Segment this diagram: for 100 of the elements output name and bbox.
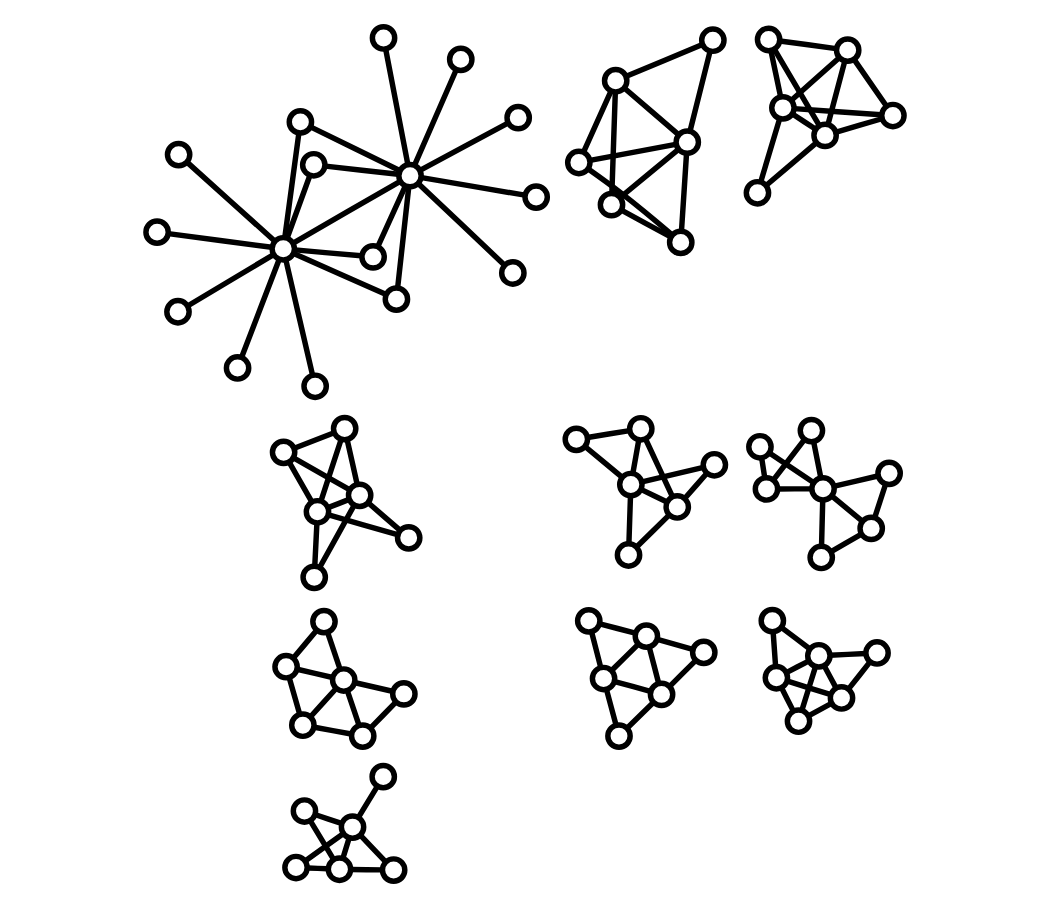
- connector: [582, 444, 623, 479]
- connector: [374, 185, 407, 248]
- node-circle: [751, 475, 780, 503]
- node-circle: [573, 606, 602, 635]
- node-circle: [328, 666, 357, 694]
- node-circle: [561, 425, 590, 454]
- connector: [417, 120, 509, 173]
- node-circle: [615, 470, 644, 499]
- connector: [788, 56, 840, 103]
- connector: [317, 438, 343, 502]
- connector: [790, 112, 816, 132]
- connector: [642, 438, 674, 498]
- connector: [353, 680, 392, 694]
- connector: [682, 472, 708, 500]
- node-circle: [596, 190, 625, 219]
- connector: [382, 49, 410, 165]
- node-circle: [742, 178, 771, 207]
- connector: [307, 686, 337, 719]
- node-circle: [699, 450, 728, 479]
- connector: [295, 666, 333, 681]
- connector: [624, 700, 655, 730]
- connector: [625, 495, 633, 544]
- node-circle: [393, 523, 422, 552]
- connector: [167, 230, 271, 250]
- connector: [767, 451, 814, 485]
- connector: [358, 834, 387, 864]
- connector: [828, 532, 861, 555]
- node-circle: [856, 514, 885, 543]
- connector: [307, 865, 327, 872]
- connector: [339, 838, 351, 859]
- connector: [598, 621, 635, 636]
- node-circle: [745, 432, 773, 461]
- connector: [624, 42, 703, 79]
- connector: [655, 636, 693, 652]
- node-circle: [268, 438, 297, 467]
- node-circle: [309, 607, 337, 636]
- node-circle: [783, 707, 812, 736]
- connector: [645, 646, 661, 684]
- node-circle: [337, 813, 366, 841]
- node-circle: [289, 797, 318, 825]
- node-circle: [672, 128, 701, 157]
- node-circle: [222, 354, 251, 382]
- node-circle: [588, 664, 617, 693]
- connector: [291, 250, 386, 297]
- connector: [851, 58, 888, 107]
- connector: [283, 175, 312, 239]
- connector: [845, 660, 872, 691]
- connector: [324, 631, 342, 670]
- connector: [778, 687, 795, 713]
- connector: [355, 784, 379, 819]
- connector: [871, 483, 888, 518]
- node-circle: [646, 680, 675, 709]
- node-circle: [445, 45, 474, 74]
- connector: [686, 50, 712, 132]
- node-circle: [142, 218, 170, 247]
- node-circle: [810, 121, 838, 150]
- node-circle: [665, 228, 694, 257]
- node-circle: [324, 855, 353, 884]
- connector: [666, 659, 696, 689]
- node-circle: [613, 541, 642, 569]
- connector: [286, 461, 313, 503]
- connector: [832, 473, 878, 489]
- connector: [324, 163, 398, 178]
- connector: [349, 866, 382, 873]
- connector: [313, 812, 342, 826]
- node-circle: [806, 543, 835, 572]
- connector: [343, 689, 361, 727]
- node-circle: [302, 497, 331, 526]
- connector: [629, 439, 641, 474]
- connector: [586, 427, 630, 441]
- node-circle: [358, 243, 386, 271]
- connector: [771, 48, 821, 127]
- connector: [817, 500, 825, 547]
- node-circle: [388, 680, 417, 708]
- node-circle: [604, 722, 632, 750]
- connector: [411, 68, 458, 167]
- node-circle: [697, 26, 726, 55]
- connector: [769, 632, 778, 667]
- node-circle: [826, 684, 855, 712]
- connector: [293, 247, 361, 259]
- node-circle: [285, 108, 314, 136]
- node-circle: [368, 762, 397, 791]
- connector: [580, 90, 613, 153]
- connector: [778, 625, 811, 652]
- node-circle: [874, 459, 902, 488]
- connector: [824, 60, 847, 125]
- connector: [609, 642, 640, 672]
- connector: [806, 701, 832, 719]
- node-circle: [497, 259, 526, 287]
- connector: [312, 724, 351, 737]
- node-circle: [163, 140, 192, 169]
- node-circle: [662, 493, 691, 521]
- connector: [326, 512, 398, 538]
- connector: [185, 252, 274, 309]
- node-circle: [862, 639, 890, 667]
- connector: [834, 116, 882, 135]
- connector: [757, 118, 782, 183]
- node-circle: [503, 103, 532, 132]
- connector: [758, 458, 767, 478]
- node-circle: [768, 93, 796, 122]
